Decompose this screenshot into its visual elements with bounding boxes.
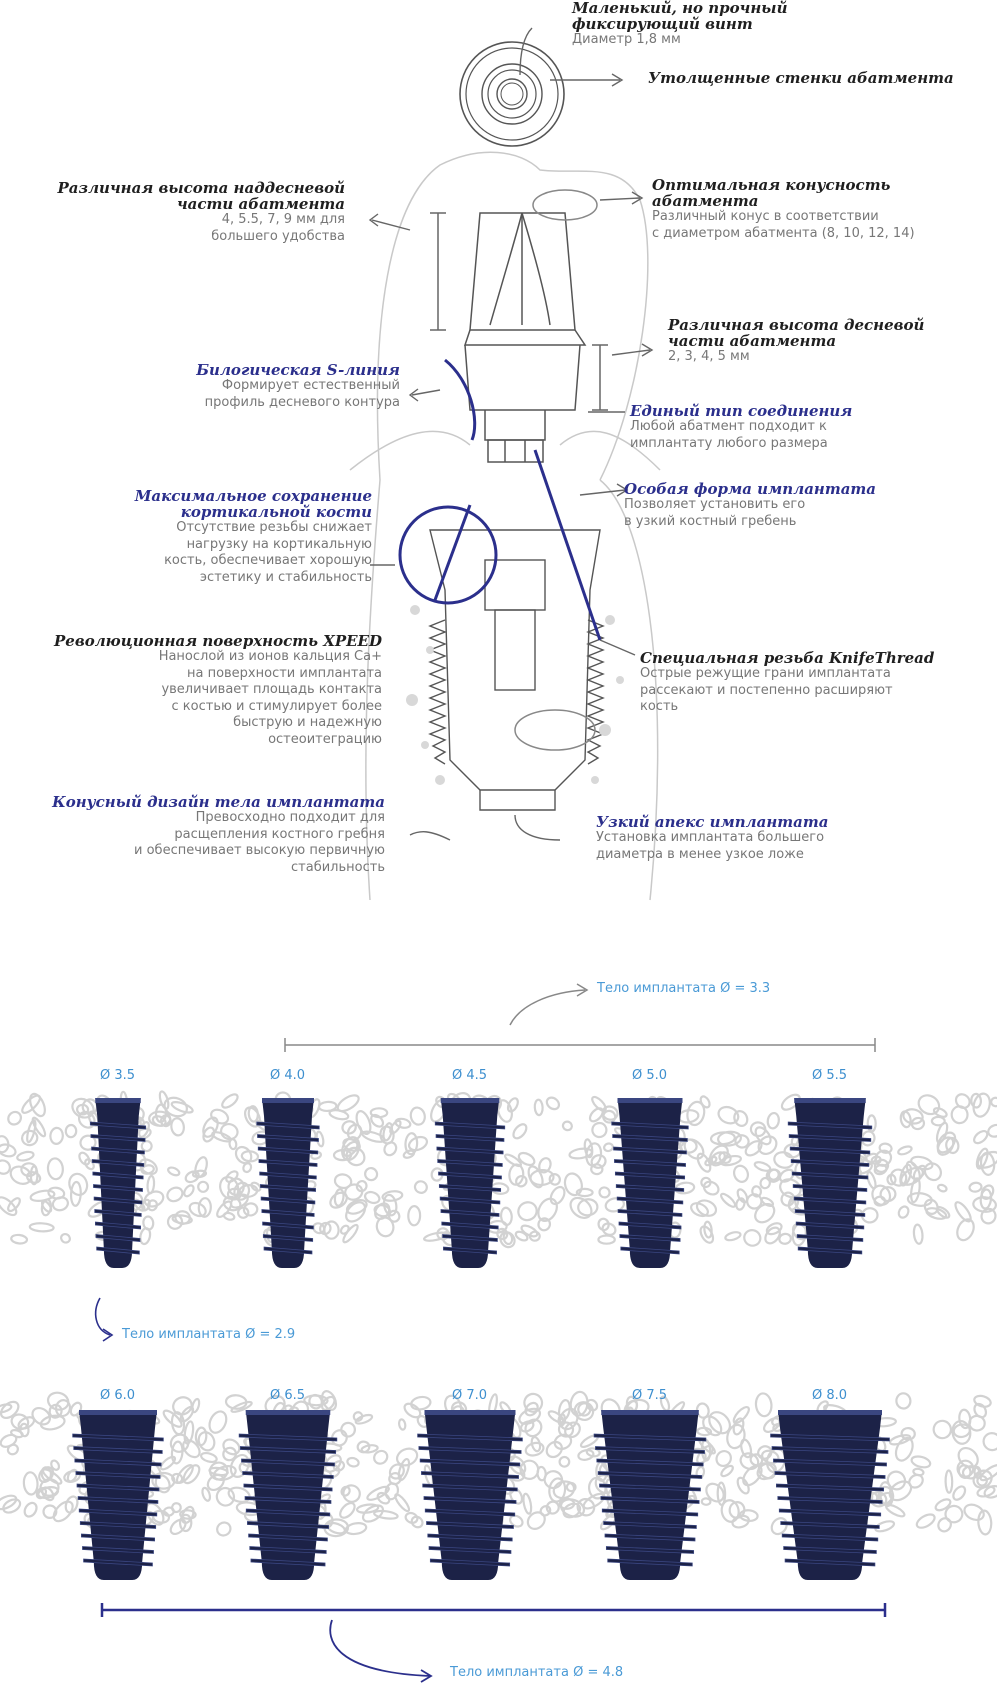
row1-implant-3 (434, 1098, 506, 1268)
row1-implant-2 (256, 1098, 320, 1268)
row2-diameter-label-3: Ø 7.0 (452, 1388, 488, 1403)
annotation-shape-title: Особая форма имплантата (624, 480, 877, 498)
row1-implant-4 (611, 1098, 689, 1268)
annotation-supra-height: Различная высота наддесневой части абатм… (40, 179, 346, 245)
annotation-supra-height-desc: 4, 5.5, 7, 9 мм для большего удобства (211, 212, 345, 244)
screw-top-view (459, 41, 565, 147)
bone-stipple (406, 605, 624, 785)
annotation-gingival-height-desc: 2, 3, 4, 5 мм (668, 349, 750, 364)
row2-implant-3 (417, 1410, 523, 1580)
implant-size-rows (0, 983, 997, 1683)
implant-sketch (428, 529, 605, 811)
annotation-walls: Утолщенные стенки абатмента (648, 70, 968, 86)
row2-diameter-label-2: Ø 6.5 (270, 1388, 306, 1403)
annotation-xpeed: Революционная поверхность XPEED Нанослой… (40, 633, 382, 748)
callout-ellipses (514, 189, 598, 751)
body-label-2-9: Тело имплантата Ø = 2.9 (122, 1327, 296, 1342)
row2-implant-5 (770, 1410, 890, 1580)
annotation-shape: Особая форма имплантата Позволяет устано… (624, 481, 924, 530)
range-line-row2 (100, 1603, 887, 1683)
annotation-gingival-height-title: Различная высота десневой части абатмент… (668, 316, 925, 350)
annotation-s-line: Билогическая S-линия Формирует естествен… (100, 362, 400, 411)
annotation-screw-title: Маленький, но прочный фиксирующий винт (572, 0, 788, 33)
row2-diameter-label-4: Ø 7.5 (632, 1388, 668, 1403)
abutment-sketch (463, 212, 587, 463)
row2-implant-2 (238, 1410, 338, 1580)
annotation-conical: Конусный дизайн тела имплантата Превосхо… (40, 794, 385, 876)
annotation-cortical-title: Максимальное сохранение кортикальной кос… (134, 487, 372, 521)
row1-diameter-label-3: Ø 4.5 (452, 1068, 488, 1083)
implant-sketch-illustration (349, 27, 661, 901)
accent-lines (398, 358, 602, 641)
annotation-screw-desc: Диаметр 1,8 мм (572, 32, 681, 47)
pointer-arrows (368, 27, 654, 841)
annotation-knifethread-title: Специальная резьба KnifeThread (640, 649, 935, 667)
annotation-screw: Маленький, но прочный фиксирующий винт Д… (572, 0, 832, 49)
row1-diameter-label-4: Ø 5.0 (632, 1068, 668, 1083)
annotation-knifethread-desc: Острые режущие грани имплантата рассекаю… (640, 666, 893, 714)
annotation-apex-title: Узкий апекс имплантата (596, 813, 829, 831)
row1-diameter-label-1: Ø 3.5 (100, 1068, 136, 1083)
row2-implant-1 (72, 1410, 164, 1580)
annotation-connection-title: Единый тип соединения (630, 402, 853, 420)
row1-implant-1 (89, 1098, 147, 1268)
annotation-connection-desc: Любой абатмент подходит к имплантату люб… (630, 419, 828, 451)
annotation-apex-desc: Установка имплантата большего диаметра в… (596, 830, 825, 862)
annotation-cortical-desc: Отсутствие резьбы снижает нагрузку на ко… (164, 520, 372, 585)
row1-diameter-label-2: Ø 4.0 (270, 1068, 306, 1083)
annotation-apex: Узкий апекс имплантата Установка имплант… (596, 814, 916, 863)
row1-diameter-label-5: Ø 5.5 (812, 1068, 848, 1083)
row1-implant-5 (787, 1098, 873, 1268)
annotation-conical-desc: Превосходно подходит для расщепления кос… (134, 810, 385, 875)
annotation-gingival-height: Различная высота десневой части абатмент… (668, 317, 988, 366)
annotation-walls-title: Утолщенные стенки абатмента (648, 69, 954, 87)
annotation-connection: Единый тип соединения Любой абатмент под… (630, 403, 930, 452)
annotation-s-line-desc: Формирует естественный профиль десневого… (204, 378, 400, 410)
body-label-3-3: Тело имплантата Ø = 3.3 (597, 981, 771, 996)
annotation-taper: Оптимальная конусность абатмента Различн… (652, 177, 992, 242)
annotation-xpeed-desc: Нанослой из ионов кальция Са+ на поверхн… (158, 649, 382, 747)
annotation-taper-title: Оптимальная конусность абатмента (652, 176, 891, 210)
annotation-shape-desc: Позволяет установить его в узкий костный… (624, 497, 806, 529)
annotation-knifethread: Специальная резьба KnifeThread Острые ре… (640, 650, 990, 716)
row2-diameter-label-5: Ø 8.0 (812, 1388, 848, 1403)
row2-implant-4 (593, 1410, 707, 1580)
annotation-cortical: Максимальное сохранение кортикальной кос… (60, 488, 372, 586)
annotation-taper-desc: Различный конус в соответствии с диаметр… (652, 209, 915, 241)
arrow-row1-small (94, 1297, 114, 1342)
annotation-s-line-title: Билогическая S-линия (196, 361, 400, 379)
annotation-supra-height-title: Различная высота наддесневой части абатм… (57, 179, 346, 213)
annotation-xpeed-title: Революционная поверхность XPEED (54, 632, 382, 650)
annotation-conical-title: Конусный дизайн тела имплантата (52, 793, 385, 811)
row2-diameter-label-1: Ø 6.0 (100, 1388, 136, 1403)
range-line-row1 (284, 983, 876, 1052)
body-label-4-8: Тело имплантата Ø = 4.8 (450, 1665, 624, 1680)
tooth-outline (349, 151, 661, 901)
dimension-marks (430, 212, 608, 411)
